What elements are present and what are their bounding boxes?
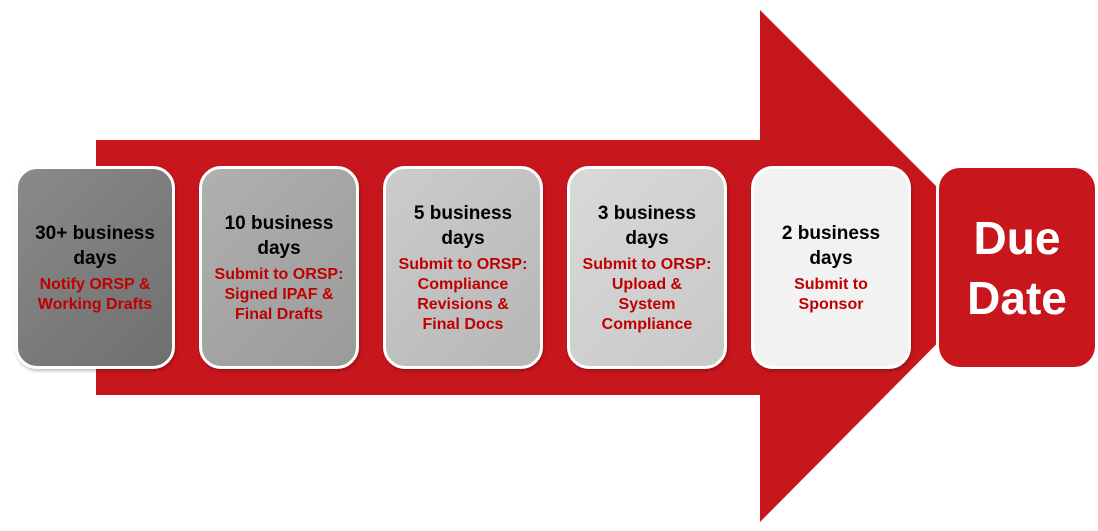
step-days-label: 3 business days [597,202,697,249]
step-10-days: 10 business days Submit to ORSP: Signed … [199,166,359,369]
step-30-days: 30+ business days Notify ORSP & Working … [15,166,175,369]
timeline-arrow-shape [96,10,1015,522]
step-days-label: 5 business days [413,202,513,249]
step-action-label: Submit to ORSP: Signed IPAF & Final Draf… [214,265,344,323]
step-action-label: Notify ORSP & Working Drafts [37,275,153,313]
step-5-days: 5 business days Submit to ORSP: Complian… [383,166,543,369]
due-date-box: Due Date [936,165,1098,370]
step-2-days: 2 business days Submit to Sponsor [751,166,911,369]
step-action-label: Submit to ORSP: Compliance Revisions & F… [398,255,528,333]
step-days-label: 30+ business days [35,222,155,269]
step-days-label: 2 business days [781,222,881,269]
step-action-label: Submit to Sponsor [794,275,868,313]
step-action-label: Submit to ORSP: Upload & System Complian… [582,255,712,333]
step-3-days: 3 business days Submit to ORSP: Upload &… [567,166,727,369]
step-days-label: 10 business days [224,212,334,259]
due-date-label: Due Date [967,211,1067,324]
